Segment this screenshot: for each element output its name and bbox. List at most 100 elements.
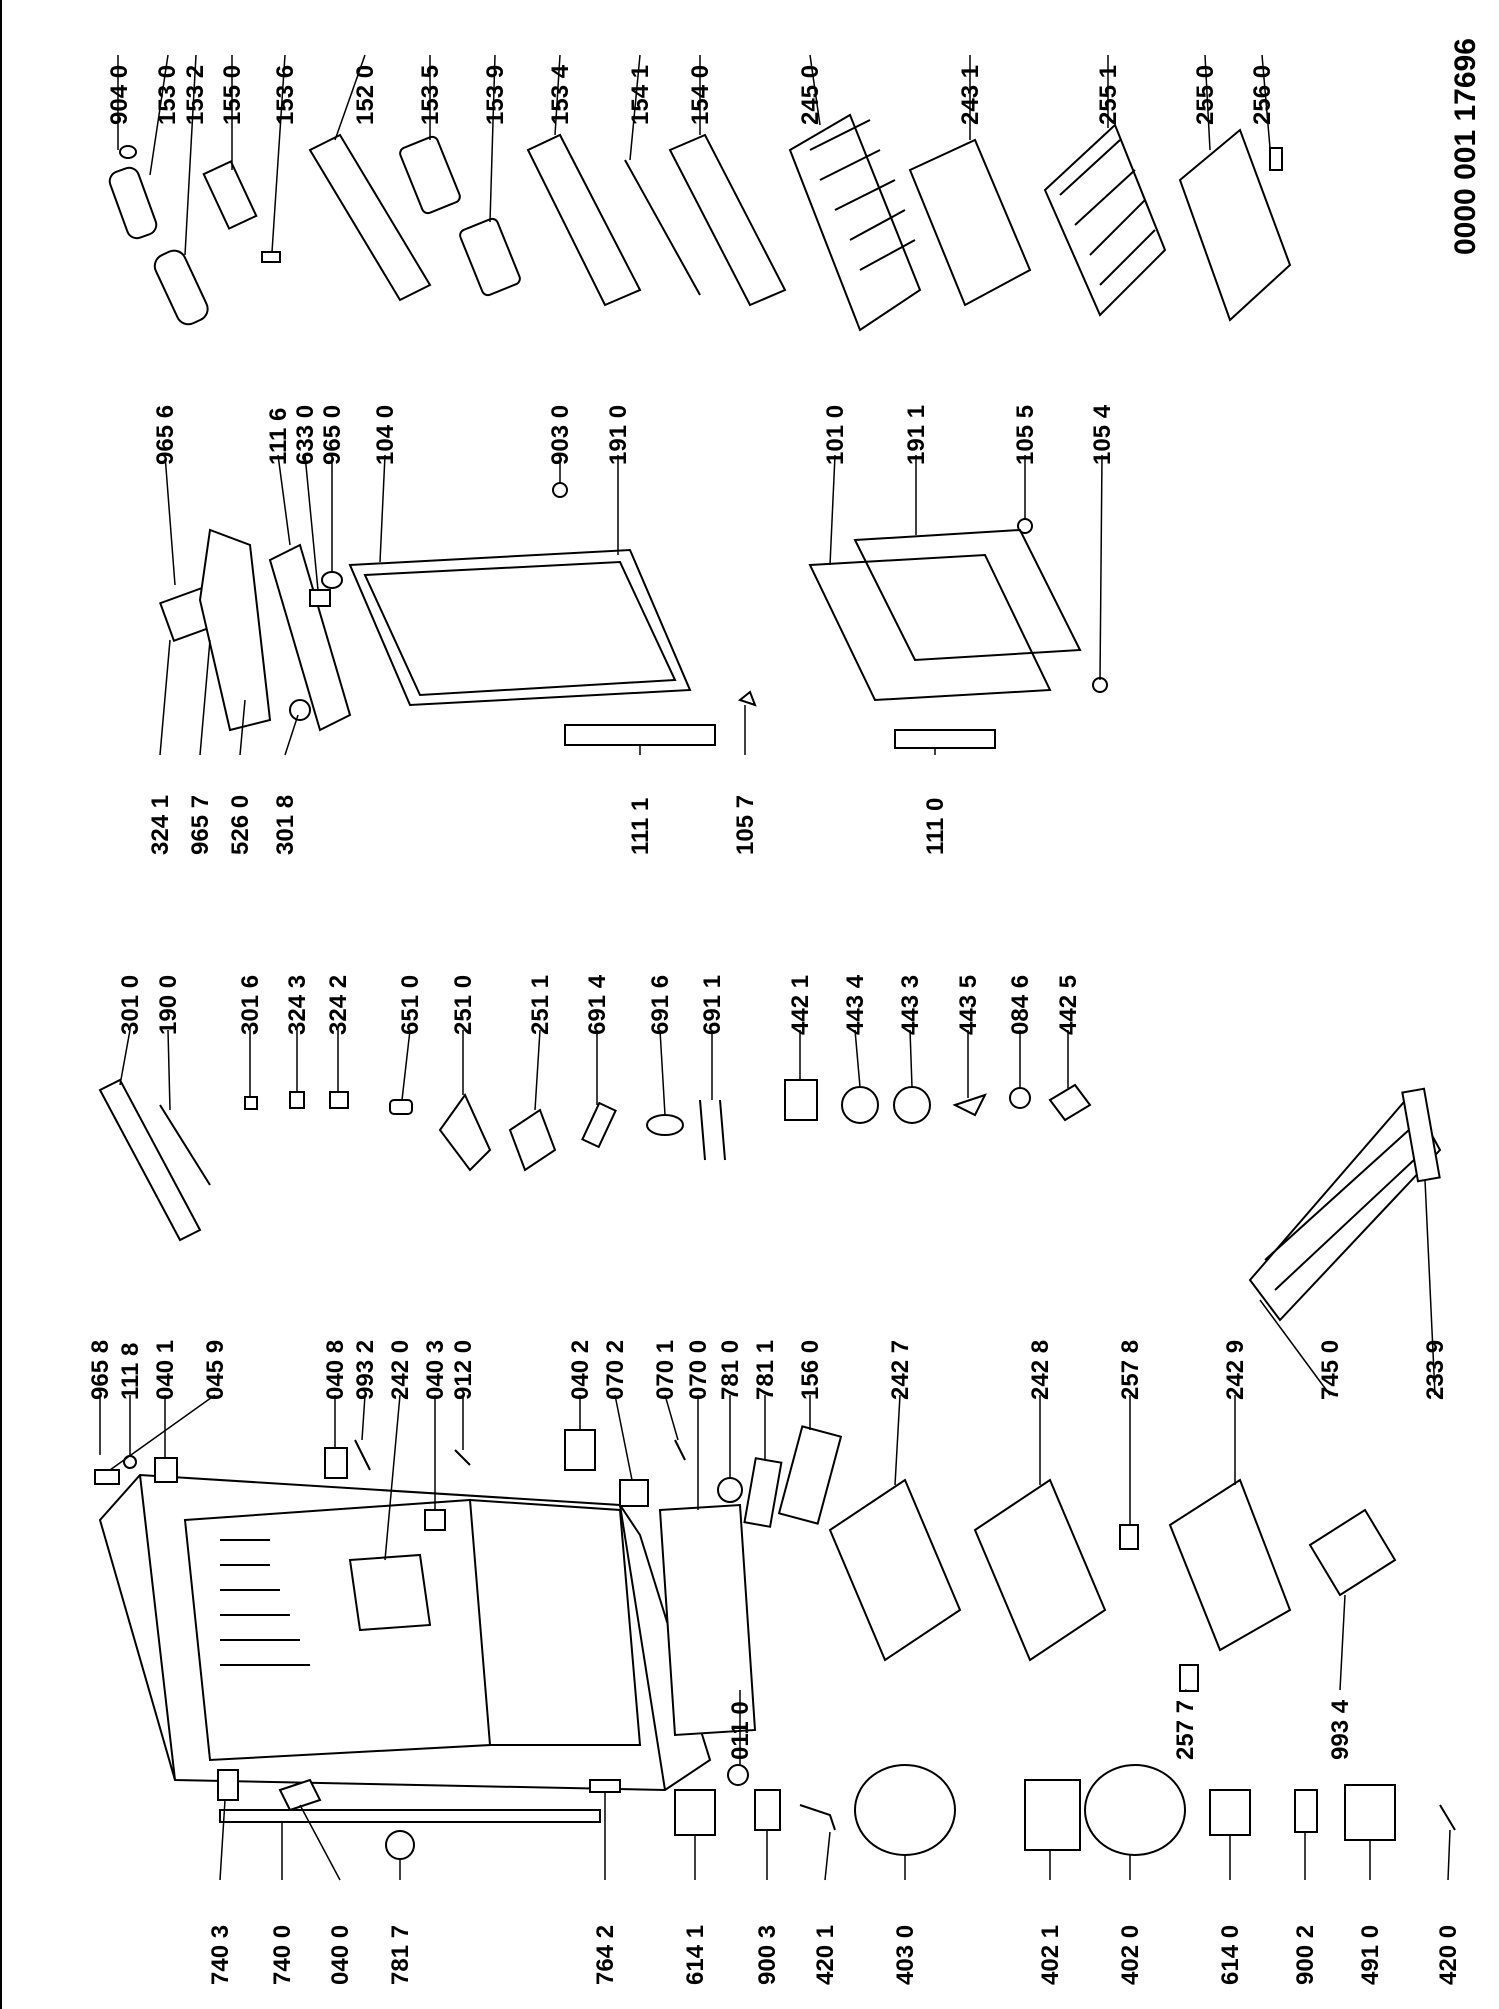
- part-1560-drawing: [777, 1425, 843, 1525]
- part-label: 900 3: [754, 1925, 781, 1985]
- part-6330-drawing: [309, 589, 331, 607]
- part-1057-drawing: [737, 690, 757, 707]
- part-2339-drawing: [1401, 1087, 1441, 1183]
- leader-lines: [99, 54, 1451, 1881]
- part-9650-drawing: [321, 571, 343, 589]
- part-3242-drawing: [329, 1091, 349, 1109]
- part-4200-drawing: [1439, 1804, 1456, 1831]
- part-0400-cabinet-edge: [139, 1474, 666, 1791]
- part-2550-drawing: [1178, 128, 1292, 322]
- part-label: 105 7: [732, 795, 759, 855]
- part-label: 155 0: [219, 65, 246, 125]
- part-1911-drawing: [853, 528, 1082, 662]
- part-1110-drawing: [894, 729, 996, 749]
- part-7450-drawing: [1248, 1093, 1442, 1322]
- part-6916-drawing: [646, 1114, 684, 1136]
- part-label: 781 1: [752, 1340, 779, 1400]
- part-label: 105 5: [1012, 405, 1039, 465]
- part-0401-drawing: [154, 1457, 178, 1483]
- part-label: 257 7: [1172, 1700, 1199, 1760]
- part-label: 255 1: [1095, 65, 1122, 125]
- part-0400-cabinet: [98, 1473, 712, 1792]
- part-label: 301 6: [237, 975, 264, 1035]
- part-label: 965 7: [187, 795, 214, 855]
- document-code: 0000 001 17696: [1449, 38, 1482, 255]
- part-2551-grid: [1059, 139, 1156, 286]
- part-2431-drawing: [908, 138, 1032, 307]
- part-label: 070 0: [685, 1340, 712, 1400]
- part-label: 070 2: [602, 1340, 629, 1400]
- part-label: 614 1: [682, 1925, 709, 1985]
- part-9030-drawing: [552, 482, 568, 498]
- part-2429-drawing: [1168, 1478, 1292, 1652]
- part-3018-drawing: [289, 699, 311, 721]
- part-label: 691 1: [699, 975, 726, 1035]
- part-label: 111 8: [117, 1343, 144, 1400]
- part-1535-drawing: [399, 135, 461, 215]
- part-1532-drawing: [153, 249, 209, 326]
- part-label: 420 1: [812, 1925, 839, 1985]
- part-0110-drawing: [727, 1764, 749, 1786]
- part-1520-drawing: [308, 133, 432, 302]
- part-2427-drawing: [828, 1478, 962, 1662]
- part-label: 242 7: [887, 1340, 914, 1400]
- part-1540-drawing: [668, 133, 787, 307]
- part-label: 255 0: [1192, 65, 1219, 125]
- part-1541-drawing: [624, 159, 701, 296]
- part-label: 740 3: [207, 1925, 234, 1985]
- part-label: 104 0: [372, 405, 399, 465]
- part-9934-drawing: [1308, 1508, 1397, 1597]
- part-0400-freezer-inner: [469, 1499, 642, 1746]
- part-0400-hinge-bracket: [278, 1778, 322, 1812]
- part-label: 993 4: [1327, 1699, 1354, 1760]
- part-label: 040 8: [322, 1340, 349, 1400]
- part-label: 402 1: [1037, 1925, 1064, 1985]
- part-label: 965 8: [87, 1340, 114, 1400]
- part-6911-drawing: [699, 1099, 726, 1161]
- part-label: 900 2: [1292, 1925, 1319, 1985]
- part-label: 251 0: [450, 975, 477, 1035]
- part-label: 154 1: [627, 65, 654, 125]
- part-label: 040 1: [152, 1340, 179, 1400]
- part-2420-drawing: [348, 1553, 432, 1632]
- controls-group: [98, 1078, 1092, 1242]
- part-2578-drawing: [1119, 1524, 1139, 1550]
- part-label: 070 1: [652, 1340, 679, 1400]
- part-label: 111 1: [627, 798, 654, 855]
- part-label: 442 5: [1055, 975, 1082, 1035]
- part-label: 154 0: [687, 65, 714, 125]
- part-0702-drawing: [619, 1479, 649, 1507]
- part-7400-drawing: [219, 1809, 601, 1823]
- part-label: 443 4: [842, 974, 869, 1035]
- part-7811-drawing: [743, 1457, 783, 1528]
- parts-drawings: [94, 113, 1456, 1860]
- part-label: 243 1: [957, 65, 984, 125]
- part-2510-drawing: [438, 1093, 492, 1172]
- part-label: 781 0: [717, 1340, 744, 1400]
- part-label: 011 0: [727, 1701, 754, 1760]
- part-2511-drawing: [508, 1108, 557, 1172]
- part-label: 526 0: [227, 795, 254, 855]
- part-0400-shelf-rails: [220, 1539, 310, 1666]
- part-label: 105 4: [1089, 404, 1116, 465]
- part-7817-drawing: [385, 1830, 415, 1860]
- part-label: 245 0: [797, 65, 824, 125]
- part-label: 443 5: [955, 975, 982, 1035]
- part-label: 251 1: [527, 975, 554, 1035]
- part-label: 040 0: [327, 1925, 354, 1985]
- part-9120-drawing: [454, 1449, 471, 1466]
- part-3243-drawing: [289, 1091, 305, 1109]
- part-label: 651 0: [397, 975, 424, 1035]
- part-label: 040 3: [422, 1340, 449, 1400]
- part-0408-drawing: [324, 1447, 348, 1479]
- part-1536-drawing: [261, 251, 281, 263]
- part-0700-drawing: [658, 1503, 757, 1737]
- part-7810-drawing: [717, 1477, 743, 1503]
- part-label: 443 3: [897, 975, 924, 1035]
- part-4434-drawing: [841, 1086, 879, 1124]
- part-4201-drawing: [799, 1804, 836, 1831]
- part-0846-drawing: [1009, 1087, 1031, 1109]
- part-3016-drawing: [244, 1096, 258, 1110]
